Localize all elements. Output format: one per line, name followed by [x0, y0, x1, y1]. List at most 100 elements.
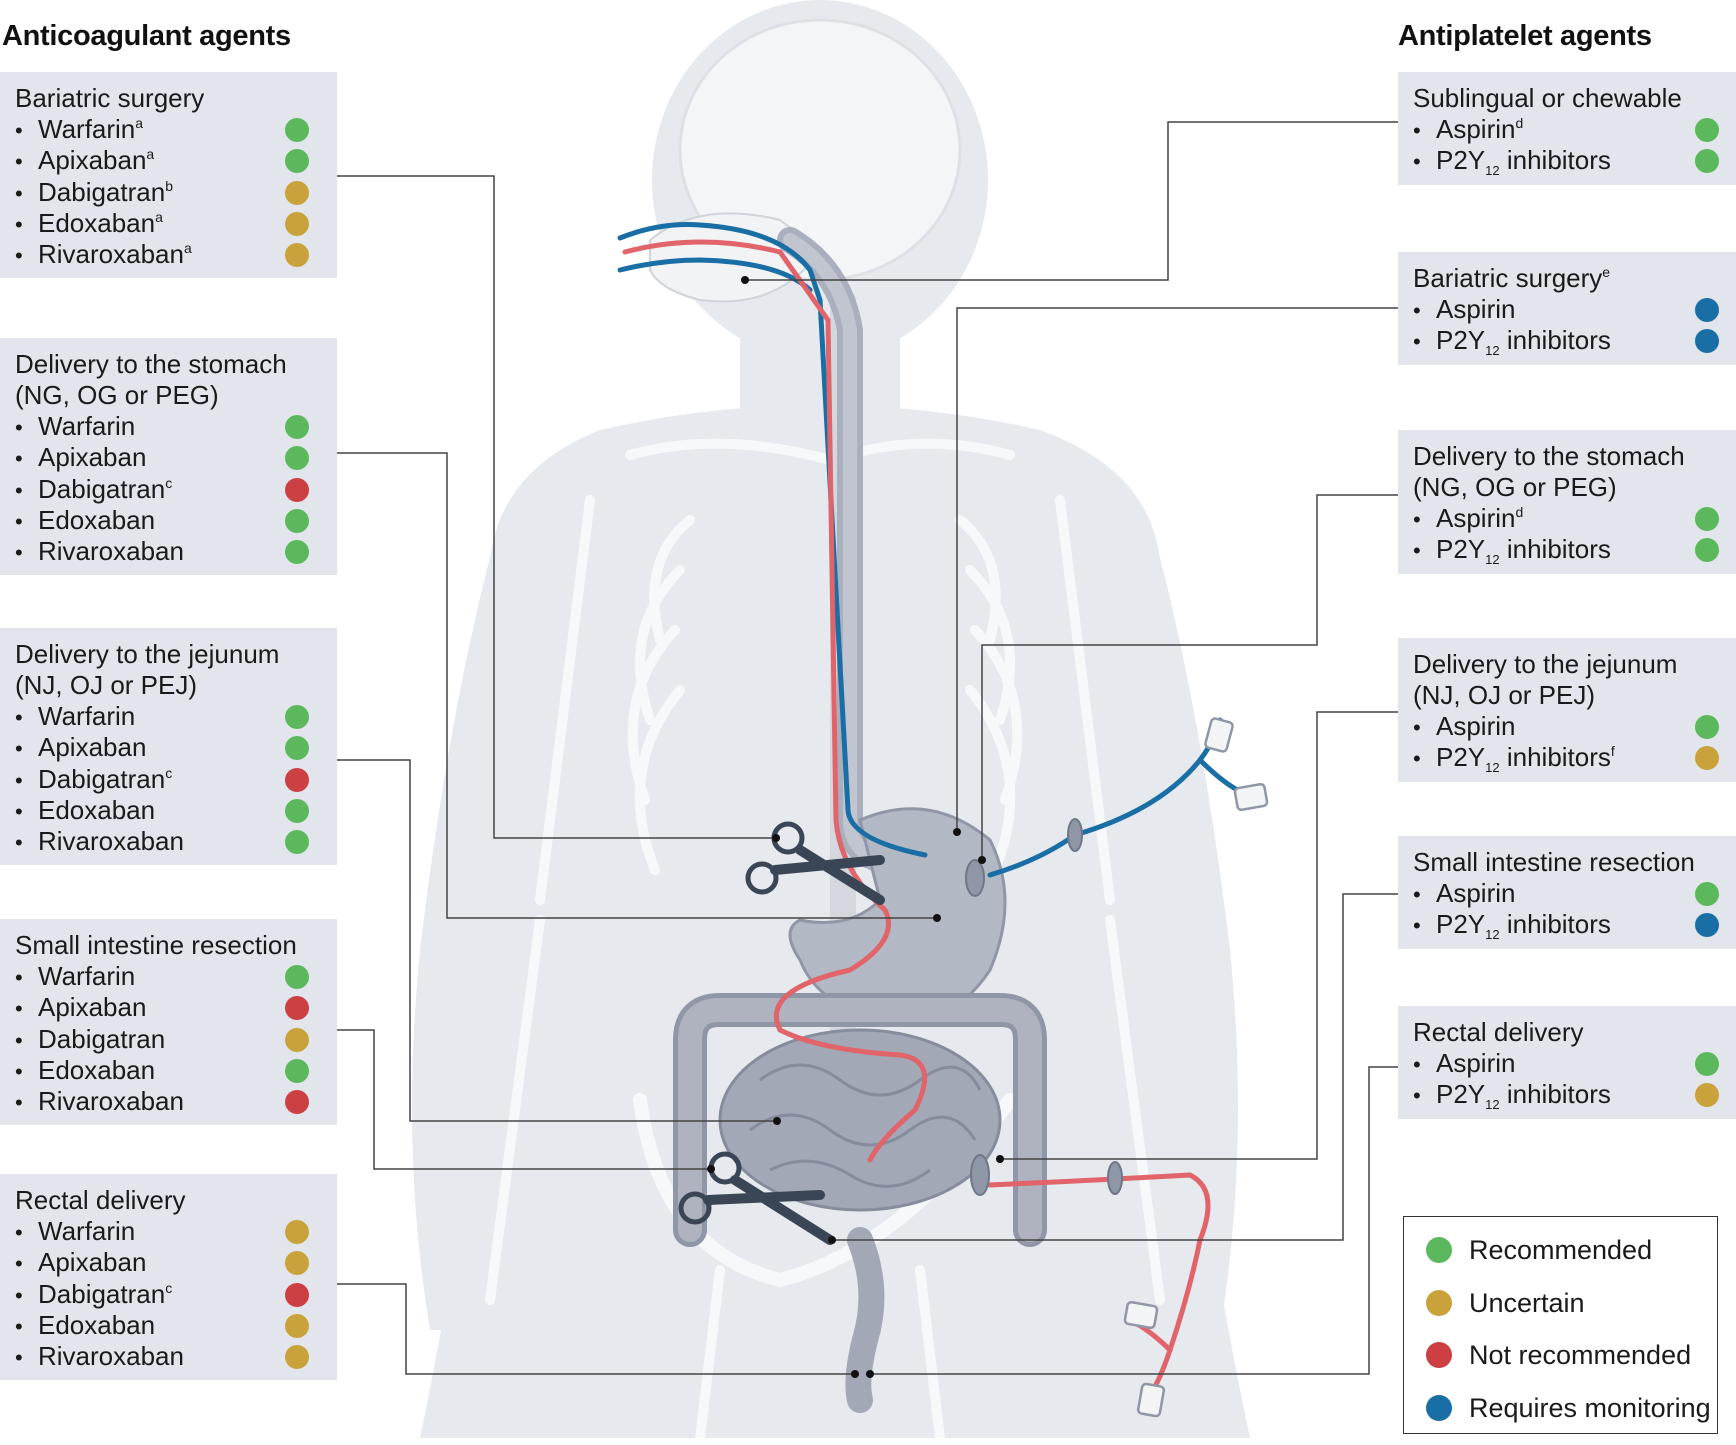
anticoagulant-panel: Small intestine resection•Warfarin•Apixa…	[0, 919, 337, 1125]
legend-item: Requires monitoring	[1422, 1393, 1717, 1445]
connector-endpoint	[933, 914, 941, 922]
bullet-icon: •	[15, 702, 38, 733]
bullet-icon: •	[15, 796, 38, 827]
status-dot-not-recommended	[285, 1283, 309, 1307]
status-dot-uncertain	[285, 1345, 309, 1369]
panel-title-text: Delivery to the jejunum	[15, 639, 279, 669]
drug-row: •Edoxaban	[15, 1055, 323, 1086]
status-dot-uncertain	[285, 181, 309, 205]
drug-row: •P2Y12 inhibitorsf	[1413, 742, 1722, 773]
drug-row: •Dabigatranc	[15, 764, 323, 795]
status-dot-recommended	[285, 965, 309, 989]
drug-name: Edoxaban	[38, 208, 155, 238]
anticoagulant-panel: Delivery to the stomach(NG, OG or PEG)•W…	[0, 338, 337, 575]
footnote-marker: a	[135, 115, 143, 131]
status-dot-not-recommended	[285, 768, 309, 792]
footnote-marker: f	[1611, 743, 1615, 759]
drug-name: Edoxaban	[38, 505, 155, 535]
panel-title: Small intestine resection	[1413, 847, 1722, 878]
status-dot-recommended	[285, 415, 309, 439]
footnote-marker: d	[1515, 115, 1523, 131]
drug-name: Aspirin	[1436, 503, 1515, 533]
bullet-icon: •	[15, 1342, 38, 1373]
bullet-icon: •	[1413, 743, 1436, 774]
bullet-icon: •	[15, 1025, 38, 1056]
drug-name-suffix: inhibitors	[1500, 325, 1611, 355]
drug-name-suffix: inhibitors	[1500, 145, 1611, 175]
drug-name-suffix: inhibitors	[1500, 1079, 1611, 1109]
status-dot-recommended	[285, 1059, 309, 1083]
drug-row: •Warfarin	[15, 961, 323, 992]
legend-dot-recommended	[1426, 1237, 1452, 1263]
bullet-icon: •	[15, 475, 38, 506]
status-dot-recommended	[1695, 538, 1719, 562]
legend-label: Uncertain	[1469, 1288, 1585, 1318]
legend-label: Requires monitoring	[1469, 1393, 1711, 1423]
footnote-marker: a	[155, 209, 163, 225]
drug-name: P2Y	[1436, 534, 1485, 564]
bullet-icon: •	[15, 1217, 38, 1248]
legend-dot-uncertain	[1426, 1290, 1452, 1316]
drug-name: Aspirin	[1436, 878, 1515, 908]
bullet-icon: •	[1413, 535, 1436, 566]
status-dot-recommended	[1695, 507, 1719, 531]
status-dot-recommended	[285, 799, 309, 823]
bullet-icon: •	[15, 506, 38, 537]
drug-row: •Apixaban	[15, 732, 323, 763]
drug-row: •P2Y12 inhibitors	[1413, 145, 1722, 176]
drug-row: •P2Y12 inhibitors	[1413, 909, 1722, 940]
drug-row: •Aspirin	[1413, 878, 1722, 909]
anticoagulant-panel: Delivery to the jejunum(NJ, OJ or PEJ)•W…	[0, 628, 337, 865]
antiplatelet-panel: Rectal delivery•Aspirin•P2Y12 inhibitors	[1398, 1006, 1736, 1119]
small-intestine	[720, 1030, 1000, 1210]
status-dot-recommended	[1695, 118, 1719, 142]
panel-title-text: Bariatric surgery	[1413, 263, 1602, 293]
drug-name: Warfarin	[38, 114, 135, 144]
drug-name: Apixaban	[38, 992, 146, 1022]
connector-endpoint	[978, 856, 986, 864]
panel-title: Delivery to the jejunum	[1413, 649, 1722, 680]
drug-name: Rivaroxaban	[38, 826, 184, 856]
antiplatelet-heading: Antiplatelet agents	[1398, 20, 1652, 53]
footnote-marker: c	[165, 1280, 172, 1296]
bullet-icon: •	[15, 993, 38, 1024]
drug-row: •Warfarin	[15, 701, 323, 732]
bullet-icon: •	[1413, 326, 1436, 357]
antiplatelet-panel: Sublingual or chewable•Aspirind•P2Y12 in…	[1398, 72, 1736, 185]
drug-row: •Rivaroxaban	[15, 536, 323, 567]
panel-title: Bariatric surgerye	[1413, 263, 1722, 294]
panel-title-text: Delivery to the stomach	[15, 349, 287, 379]
legend-item: Recommended	[1422, 1235, 1717, 1288]
status-dot-recommended	[285, 736, 309, 760]
drug-row: •Aspirin	[1413, 1048, 1722, 1079]
status-dot-uncertain	[285, 1220, 309, 1244]
panel-title-text: Bariatric surgery	[15, 83, 204, 113]
legend-dot-requires-monitoring	[1426, 1395, 1452, 1421]
bullet-icon: •	[15, 537, 38, 568]
drug-name: Rivaroxaban	[38, 536, 184, 566]
panel-title: Small intestine resection	[15, 930, 323, 961]
panel-title: Rectal delivery	[15, 1185, 323, 1216]
drug-row: •Rivaroxaban	[15, 1341, 323, 1372]
drug-row: •Dabigatran	[15, 1024, 323, 1055]
bullet-icon: •	[15, 146, 38, 177]
drug-subscript: 12	[1485, 343, 1499, 358]
drug-row: •P2Y12 inhibitors	[1413, 325, 1722, 356]
panel-title-route: (NJ, OJ or PEJ)	[15, 670, 323, 701]
status-dot-not-recommended	[285, 478, 309, 502]
drug-row: •Dabigatranc	[15, 1279, 323, 1310]
bullet-icon: •	[15, 765, 38, 796]
drug-subscript: 12	[1485, 760, 1499, 775]
panel-title-text: Small intestine resection	[15, 930, 297, 960]
status-dot-uncertain	[285, 1314, 309, 1338]
footnote-marker: c	[165, 475, 172, 491]
panel-title: Rectal delivery	[1413, 1017, 1722, 1048]
drug-name-suffix: inhibitors	[1500, 909, 1611, 939]
drug-row: •Dabigatranc	[15, 474, 323, 505]
bullet-icon: •	[15, 733, 38, 764]
bullet-icon: •	[1413, 879, 1436, 910]
drug-row: •Apixaban	[15, 442, 323, 473]
drug-name: Edoxaban	[38, 1310, 155, 1340]
drug-row: •Edoxaban	[15, 505, 323, 536]
drug-row: •Edoxaban	[15, 795, 323, 826]
